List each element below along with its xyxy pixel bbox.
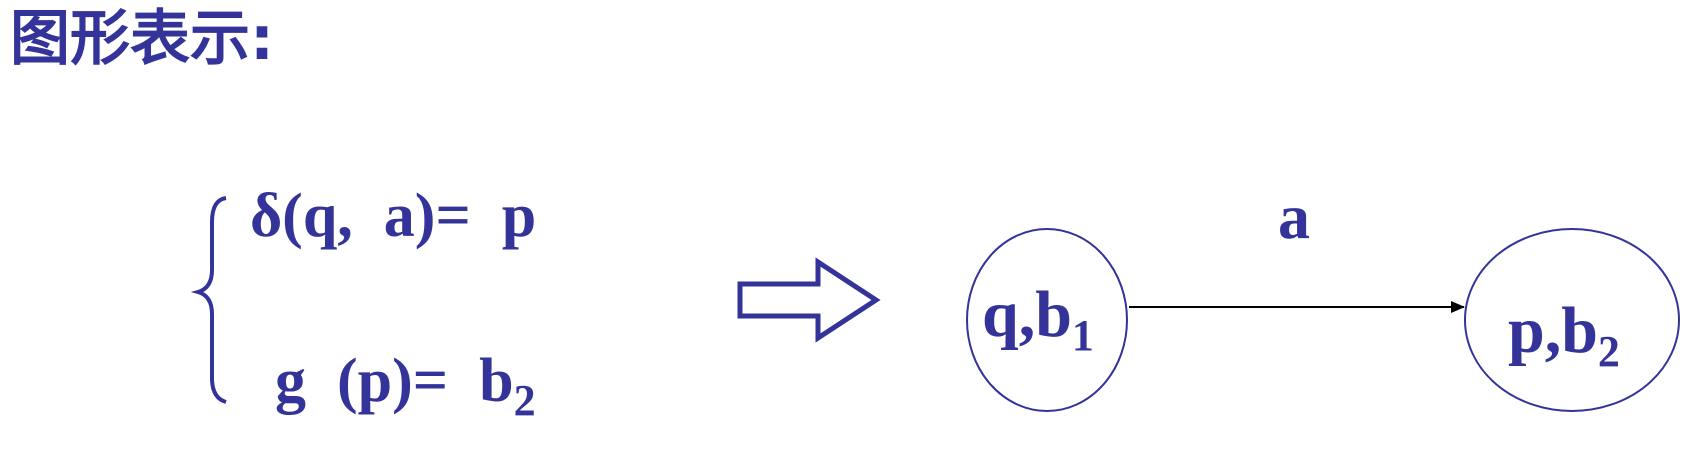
equation-delta: δ(q, a)= p xyxy=(250,182,537,250)
state-label-q-main: q,b xyxy=(982,278,1072,351)
state-label-p-main: p,b xyxy=(1508,294,1598,367)
state-label-p: p,b2 xyxy=(1508,298,1620,374)
equation-g-subscript: 2 xyxy=(513,376,536,425)
state-node-p xyxy=(1464,228,1680,412)
state-label-q-subscript: 1 xyxy=(1071,311,1094,360)
equation-g-main: g (p)= b xyxy=(275,347,514,415)
brace-icon xyxy=(190,196,227,404)
state-label-q: q,b1 xyxy=(982,282,1094,358)
state-label-p-subscript: 2 xyxy=(1597,327,1620,376)
implies-arrow-icon xyxy=(737,257,881,343)
equation-g: g (p)= b2 xyxy=(275,347,536,423)
page-title: 图形表示: xyxy=(10,4,274,74)
transition-label: a xyxy=(1278,181,1310,252)
state-node-q xyxy=(966,228,1128,412)
